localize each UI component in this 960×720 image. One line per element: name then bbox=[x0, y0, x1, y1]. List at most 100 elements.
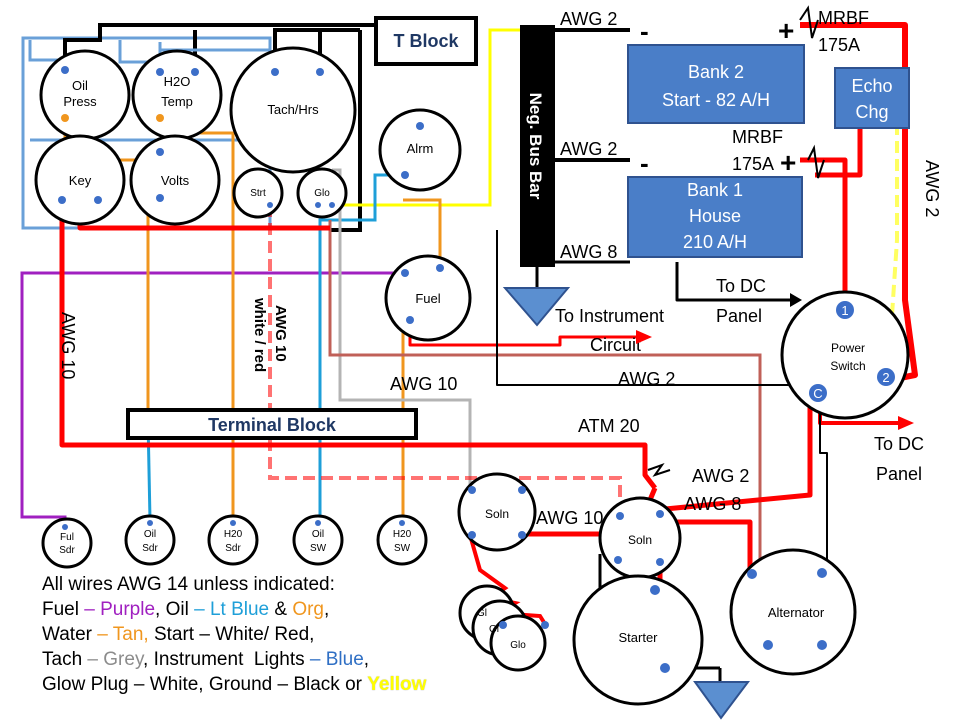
svg-text:-: - bbox=[640, 148, 649, 178]
terminal-block: Terminal Block bbox=[126, 408, 418, 440]
svg-text:Bank 2: Bank 2 bbox=[688, 62, 744, 82]
svg-text:Alternator: Alternator bbox=[768, 605, 825, 620]
svg-text:1: 1 bbox=[841, 303, 848, 318]
svg-text:Strt: Strt bbox=[250, 188, 266, 199]
svg-text:Soln: Soln bbox=[485, 507, 509, 521]
t-block: T Block bbox=[374, 16, 478, 66]
svg-text:MRBF: MRBF bbox=[818, 8, 869, 28]
legend-segment: – Purple bbox=[84, 599, 156, 620]
svg-text:+: + bbox=[780, 147, 796, 178]
legend-segment: Tach bbox=[42, 649, 88, 670]
glow-solenoid: Soln bbox=[457, 472, 537, 552]
svg-text:Panel: Panel bbox=[876, 464, 922, 484]
svg-text:To DC: To DC bbox=[874, 434, 924, 454]
svg-text:Press: Press bbox=[63, 94, 97, 109]
svg-text:Sdr: Sdr bbox=[59, 545, 75, 556]
echo-charger: Echo Chg bbox=[834, 67, 910, 129]
svg-text:SW: SW bbox=[394, 543, 411, 554]
fuel-sender: Ful Sdr bbox=[41, 517, 93, 569]
fuel-gauge: Fuel bbox=[384, 254, 472, 342]
svg-text:H20: H20 bbox=[393, 529, 412, 540]
svg-text:AWG 10: AWG 10 bbox=[390, 374, 457, 394]
alarm-gauge: Alrm bbox=[378, 108, 462, 192]
glow-plugs: Gl Gl Glo bbox=[458, 584, 549, 672]
fuse-symbols bbox=[647, 5, 825, 477]
svg-text:Soln: Soln bbox=[628, 533, 652, 547]
svg-text:AWG 2: AWG 2 bbox=[922, 160, 942, 217]
svg-text:Terminal Block: Terminal Block bbox=[208, 415, 337, 435]
svg-text:Ful: Ful bbox=[60, 532, 74, 543]
svg-text:175A: 175A bbox=[818, 35, 860, 55]
legend-line-2: Fuel – Purple, Oil – Lt Blue & Org, bbox=[42, 597, 426, 622]
legend-segment: , Instrument Lights bbox=[143, 649, 310, 670]
tach-hrs-gauge: Tach/Hrs bbox=[229, 46, 357, 174]
svg-text:Tach/Hrs: Tach/Hrs bbox=[267, 102, 319, 117]
starter-motor: Starter bbox=[572, 574, 750, 720]
svg-text:Gl: Gl bbox=[477, 608, 487, 619]
svg-text:AWG 10: AWG 10 bbox=[536, 508, 603, 528]
glo-button: Glo bbox=[296, 167, 348, 219]
svg-text:House: House bbox=[689, 206, 741, 226]
yellow-ground-wire bbox=[330, 28, 520, 207]
svg-text:+: + bbox=[778, 15, 794, 46]
svg-text:210 A/H: 210 A/H bbox=[683, 232, 747, 252]
svg-text:MRBF: MRBF bbox=[732, 127, 783, 147]
svg-text:2: 2 bbox=[882, 370, 889, 385]
svg-text:Power: Power bbox=[831, 341, 865, 355]
svg-text:Start - 82 A/H: Start - 82 A/H bbox=[662, 90, 770, 110]
svg-text:175A: 175A bbox=[732, 154, 774, 174]
svg-text:Oil: Oil bbox=[312, 529, 324, 540]
legend-segment: – Tan, bbox=[97, 624, 154, 645]
legend-segment: – Lt Blue bbox=[194, 599, 270, 620]
svg-text:Volts: Volts bbox=[161, 173, 190, 188]
svg-text:To Instrument: To Instrument bbox=[555, 306, 664, 326]
svg-text:AWG 10: AWG 10 bbox=[58, 312, 78, 379]
legend-line-1: All wires AWG 14 unless indicated: bbox=[42, 574, 335, 595]
svg-text:H2O: H2O bbox=[164, 74, 191, 89]
power-switch: 1 2 C Power Switch bbox=[780, 290, 910, 420]
svg-text:Key: Key bbox=[69, 173, 92, 188]
grey-tach-wire bbox=[332, 168, 472, 488]
wire-labels: AWG 2 - + MRBF 175A AWG 2 - + MRBF 175A … bbox=[58, 8, 942, 528]
svg-text:AWG 2: AWG 2 bbox=[618, 369, 675, 389]
h20-switch: H20 SW bbox=[376, 514, 428, 566]
svg-text:Oil: Oil bbox=[144, 529, 156, 540]
svg-text:Neg. Bus Bar: Neg. Bus Bar bbox=[526, 93, 545, 200]
volts-gauge: Volts bbox=[129, 134, 221, 226]
svg-text:AWG 2: AWG 2 bbox=[560, 139, 617, 159]
svg-text:Sdr: Sdr bbox=[225, 543, 241, 554]
legend-line-5: Glow Plug – White, Ground – Black or Yel… bbox=[42, 672, 426, 697]
svg-text:Glo: Glo bbox=[510, 640, 526, 651]
oil-sender: Oil Sdr bbox=[124, 514, 176, 566]
svg-text:Fuel: Fuel bbox=[415, 291, 440, 306]
svg-text:Gl: Gl bbox=[489, 624, 499, 635]
svg-text:C: C bbox=[813, 386, 822, 401]
svg-text:white / red: white / red bbox=[251, 297, 268, 372]
legend-segment: , bbox=[324, 599, 330, 620]
svg-text:Circuit: Circuit bbox=[590, 335, 641, 355]
legend-segment: – Blue bbox=[309, 649, 364, 670]
svg-text:AWG 2: AWG 2 bbox=[560, 9, 617, 29]
oil-press-gauge: Oil Press bbox=[39, 49, 131, 141]
echo-charge-dashed-wire bbox=[886, 123, 899, 376]
svg-text:-: - bbox=[640, 16, 649, 46]
neg-bus-bar: Neg. Bus Bar bbox=[502, 25, 571, 327]
legend-segment: Yellow bbox=[367, 674, 427, 695]
svg-text:Glo: Glo bbox=[314, 188, 330, 199]
alternator: Alternator bbox=[729, 548, 857, 676]
legend-segment: Start – White/ Red, bbox=[153, 624, 315, 645]
svg-text:AWG 2: AWG 2 bbox=[692, 466, 749, 486]
svg-text:ATM 20: ATM 20 bbox=[578, 416, 640, 436]
legend-segment: – Grey bbox=[87, 649, 144, 670]
svg-text:T Block: T Block bbox=[393, 31, 459, 51]
legend-segment: Glow Plug – White, Ground – Black or bbox=[42, 674, 368, 695]
arrows bbox=[636, 293, 914, 430]
svg-text:Alrm: Alrm bbox=[407, 141, 434, 156]
h2o-temp-gauge: H2O Temp bbox=[131, 49, 223, 141]
legend-segment: Org bbox=[292, 599, 325, 620]
svg-text:Starter: Starter bbox=[618, 630, 658, 645]
svg-text:Temp: Temp bbox=[161, 94, 193, 109]
svg-text:Oil: Oil bbox=[72, 78, 88, 93]
legend-line-4: Tach – Grey, Instrument Lights – Blue, bbox=[42, 647, 426, 672]
